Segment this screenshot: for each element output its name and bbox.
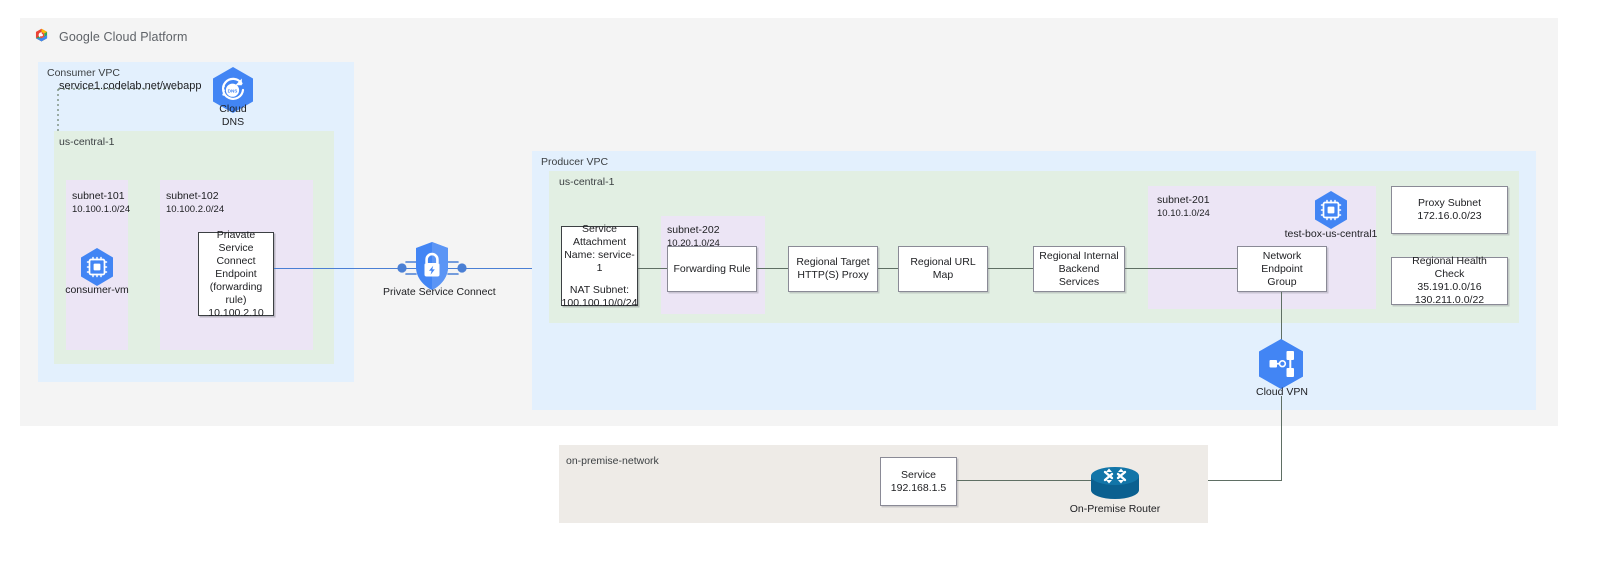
on-premise-network-label: on-premise-network (566, 455, 659, 467)
subnet-101-label: subnet-101 10.100.1.0/24 (72, 190, 130, 216)
backend-services-line1: Regional Internal (1039, 249, 1119, 262)
cloud-dns-icon: DNS (211, 66, 255, 119)
cloud-vpn-caption: Cloud VPN (1256, 386, 1308, 398)
compute-engine-vm-icon (79, 247, 115, 292)
consumer-vm-caption: consumer-vm (65, 284, 129, 296)
on-premise-router-caption: On-Premise Router (1069, 503, 1161, 515)
subnet-102-cidr: 10.100.2.0/24 (166, 203, 225, 215)
private-service-connect-icon (392, 240, 472, 301)
service-attachment-line1: Service (581, 222, 617, 235)
on-premise-service-box: Service 192.168.1.5 (880, 457, 957, 506)
regional-backend-services-box: Regional Internal Backend Services (1033, 246, 1125, 292)
producer-region-label: us-central-1 (559, 176, 615, 188)
psc-endpoint-line3: (forwarding rule) (209, 280, 263, 306)
connector-vpn-horizontal-to-router (1140, 480, 1282, 481)
health-check-line2: 35.191.0.0/16 (1417, 281, 1482, 293)
network-endpoint-group-box: Network Endpoint Group (1237, 246, 1327, 292)
connector-proxy-to-urlmap (878, 268, 898, 269)
regional-url-map-box: Regional URL Map (898, 246, 988, 292)
regional-target-proxy-box: Regional Target HTTP(S) Proxy (788, 246, 878, 292)
subnet-101-name: subnet-101 (72, 190, 125, 202)
proxy-subnet-line2: 172.16.0.0/23 (1417, 210, 1482, 222)
service-attachment-line5: 100.100.10/0/24 (561, 296, 638, 309)
onprem-service-line2: 192.168.1.5 (890, 481, 947, 494)
service-attachment-box: Service Attachment Name: service-1 NAT S… (561, 222, 638, 309)
regional-health-check-box: Regional Health Check 35.191.0.0/16 130.… (1391, 255, 1508, 306)
subnet-202-label: subnet-202 10.20.1.0/24 (667, 224, 720, 250)
consumer-vpc-label: Consumer VPC (47, 67, 120, 79)
cloud-dns-caption-line1: Cloud (219, 103, 247, 115)
producer-vpc-label: Producer VPC (541, 156, 609, 168)
google-cloud-platform-logo (32, 27, 51, 46)
proxy-subnet-line1: Proxy Subnet (1417, 197, 1482, 209)
forwarding-rule-box: Forwarding Rule (667, 246, 757, 292)
subnet-102-name: subnet-102 (166, 190, 219, 202)
service-attachment-line2: Attachment (572, 235, 627, 248)
on-premise-router-icon (1087, 461, 1143, 508)
subnet-101-cidr: 10.100.1.0/24 (72, 203, 131, 215)
url-map-label: Regional URL Map (910, 256, 976, 281)
connector-backend-to-neg (1125, 268, 1237, 269)
psc-endpoint-line1: Priavate Service (216, 228, 256, 254)
backend-services-line2: Backend Services (1058, 262, 1100, 288)
connector-service-to-router (957, 480, 1091, 481)
private-service-connect-endpoint-box: Priavate Service Connect Endpoint (forwa… (198, 228, 274, 319)
cloud-dns-caption-line2: DNS (221, 116, 245, 128)
onprem-service-line1: Service (900, 468, 936, 481)
connector-vpn-to-onprem (1281, 396, 1283, 481)
connector-fr-to-proxy (757, 268, 788, 269)
brand: Google Cloud Platform (32, 27, 188, 46)
brand-label: Google Cloud Platform (59, 29, 188, 44)
subnet-201-label: subnet-201 10.10.1.0/24 (1157, 194, 1210, 220)
connector-neg-to-vpn (1281, 292, 1283, 340)
service-attachment-line3: Name: service-1 (564, 248, 635, 274)
connector-sa-to-fr (638, 268, 667, 269)
test-box-vm-icon (1313, 190, 1349, 235)
consumer-region-label: us-central-1 (59, 136, 115, 148)
target-proxy-line2: HTTP(S) Proxy (797, 269, 869, 281)
cloud-vpn-icon (1256, 338, 1306, 395)
neg-line1: Network Endpoint (1261, 249, 1303, 275)
psc-endpoint-line2: Connect Endpoint (215, 254, 257, 280)
subnet-201-name: subnet-201 (1157, 194, 1210, 206)
health-check-line3: 130.211.0.0/22 (1414, 294, 1485, 306)
test-box-caption: test-box-us-central1 (1284, 228, 1378, 240)
svg-text:DNS: DNS (228, 88, 238, 93)
proxy-subnet-box: Proxy Subnet 172.16.0.0/23 (1391, 186, 1508, 234)
dns-record-label: service1.codelab.net/webapp (59, 80, 202, 92)
private-service-connect-caption: Private Service Connect (383, 286, 496, 298)
forwarding-rule-label: Forwarding Rule (673, 262, 751, 275)
cloud-dns-caption: Cloud DNS (193, 103, 273, 129)
psc-endpoint-line4: 10.100.2.10 (208, 306, 264, 319)
subnet-102-label: subnet-102 10.100.2.0/24 (166, 190, 224, 216)
subnet-202-cidr: 10.20.1.0/24 (667, 237, 720, 249)
health-check-line1: Regional Health Check (1412, 255, 1487, 280)
connector-urlmap-to-backend (988, 268, 1033, 269)
subnet-201-cidr: 10.10.1.0/24 (1157, 207, 1210, 219)
neg-line2: Group (1267, 275, 1297, 288)
service-attachment-line4: NAT Subnet: (569, 283, 630, 296)
target-proxy-line1: Regional Target (796, 256, 870, 268)
subnet-202-name: subnet-202 (667, 224, 720, 236)
